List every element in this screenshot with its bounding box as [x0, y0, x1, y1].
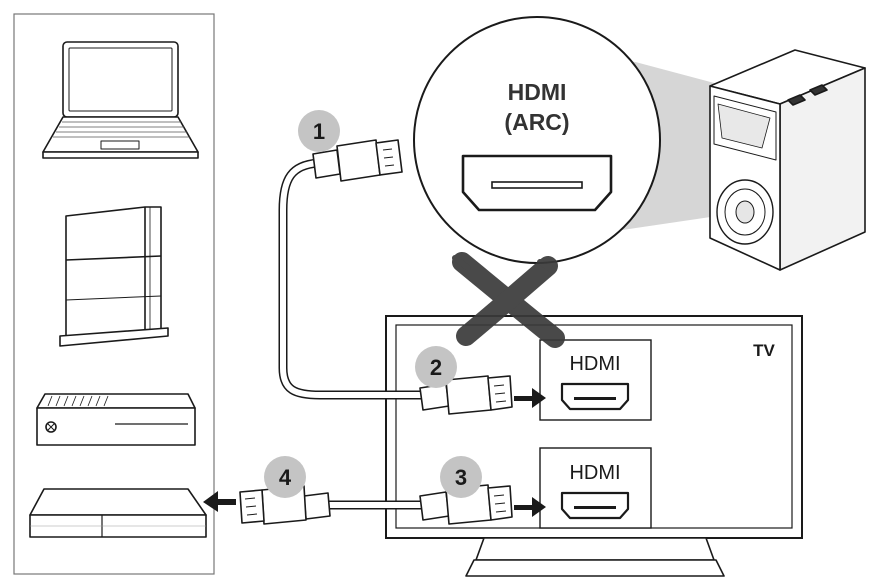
game-console-icon [59, 206, 169, 347]
soundbar-speaker-icon [709, 49, 866, 271]
hdmi-plug-1 [312, 139, 403, 182]
tv-icon: TV HDMI HDMI [385, 315, 803, 577]
source-devices-panel [13, 13, 215, 575]
hdmi-arc-port-icon [461, 154, 613, 212]
zoom-callout: HDMI (ARC) [413, 16, 758, 264]
step-badge-4: 4 [264, 456, 306, 498]
step-badge-1: 1 [298, 110, 340, 152]
arrow-into-set-top-box [203, 491, 236, 512]
step-badge-4-label: 4 [279, 465, 292, 490]
tv-label: TV [753, 341, 775, 360]
step-badge-3-label: 3 [455, 465, 467, 490]
arrow-into-port-1 [514, 388, 546, 408]
hdmi-cable-arc [278, 158, 428, 400]
arrow-into-port-2 [514, 497, 546, 517]
tv-hdmi-port-2-label: HDMI [569, 462, 620, 484]
callout-label-line1: HDMI [508, 79, 567, 105]
hdmi-plug-2 [419, 375, 513, 415]
step-badge-2: 2 [415, 346, 457, 388]
hdmi-plug-4 [239, 485, 331, 525]
tv-hdmi-port-1-label: HDMI [569, 353, 620, 375]
step-badge-1-label: 1 [313, 119, 325, 144]
xbox-console-icon [36, 393, 196, 446]
tv-hdmi-port-2: HDMI [539, 447, 652, 529]
step-badge-2-label: 2 [430, 355, 442, 380]
set-top-box-icon [29, 488, 207, 538]
cross-mark-icon [452, 252, 565, 348]
step-badge-3: 3 [440, 456, 482, 498]
callout-label-line2: (ARC) [504, 109, 569, 135]
laptop-icon [42, 41, 199, 159]
tv-hdmi-port-1: HDMI [539, 339, 652, 421]
